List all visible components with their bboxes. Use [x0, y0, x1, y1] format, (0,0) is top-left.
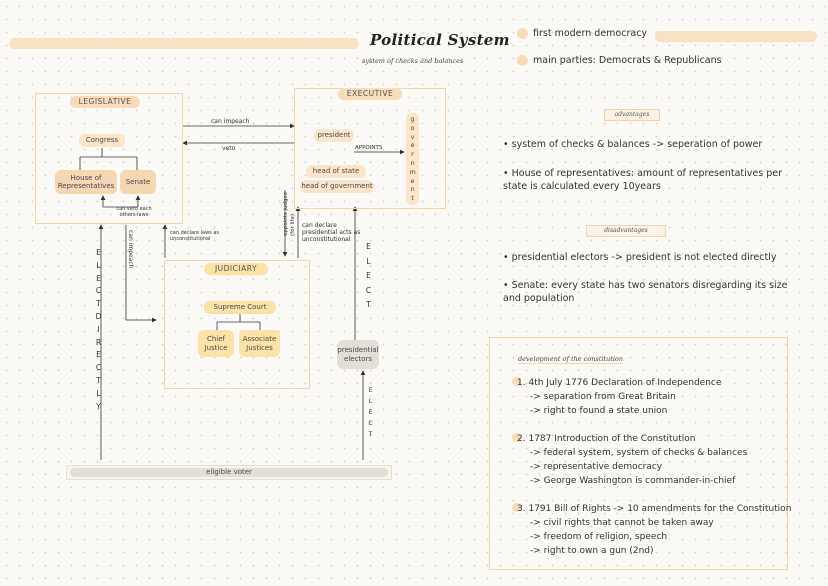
fact-first-modern-democracy: first modern democracy	[533, 28, 648, 39]
development-entry-3: 3. 1791 Bill of Rights -> 10 amendments …	[512, 502, 791, 516]
judiciary-box	[164, 260, 310, 389]
disadvantage-item: • presidential electors -> president is …	[503, 252, 777, 263]
can-declare-presidential-label: can declare presidential acts as unconst…	[302, 222, 361, 244]
judiciary-label: JUDICIARY	[204, 263, 268, 275]
bullet-dot	[517, 55, 528, 66]
elect-executive-label: ELECT	[365, 242, 372, 309]
development-box	[489, 337, 788, 570]
development-point: -> separation from Great Britain	[530, 392, 676, 402]
legislative-box	[35, 93, 183, 224]
eligible-voter-pill: eligible voter	[70, 468, 388, 477]
development-point: -> civil rights that cannot be taken awa…	[530, 518, 714, 528]
advantage-item: • system of checks & balances -> seperat…	[503, 139, 763, 150]
can-veto-note: can veto each others laws	[116, 206, 152, 218]
chief-justice-node: Chief Justice	[198, 330, 234, 357]
presidential-electors-node: presidential electors	[337, 340, 379, 369]
development-point: -> representative democracy	[530, 462, 663, 472]
advantage-item: • House of representatives: amount of re…	[503, 168, 782, 192]
development-label: development of the constitution	[518, 355, 624, 364]
can-impeach-vertical-label: can impeach	[127, 230, 134, 269]
development-point: -> right to found a state union	[530, 406, 668, 416]
eligible-voter-bar: eligible voter	[66, 465, 392, 480]
appoints-judges-label: appoints judges (for life)	[283, 192, 296, 236]
head-of-government-node: head of government	[300, 180, 374, 193]
development-point: -> George Washington is commander-in-chi…	[530, 476, 736, 486]
executive-label: EXECUTIVE	[338, 88, 402, 100]
president-node: president	[314, 129, 354, 142]
supreme-court-node: Supreme Court	[204, 301, 276, 314]
development-point: -> freedom of religion, speech	[530, 532, 668, 542]
associate-justices-node: Associate Justices	[239, 330, 280, 357]
header-highlight-right	[655, 31, 817, 42]
page-subtitle: system of checks and balances	[362, 57, 464, 65]
government-node: government	[406, 113, 419, 205]
header-highlight-left	[9, 38, 359, 49]
senate-node: Senate	[120, 170, 156, 194]
development-entry-1: 1. 4th July 1776 Declaration of Independ…	[512, 376, 721, 390]
eligible-voter-label: eligible voter	[206, 468, 252, 477]
fact-main-parties: main parties: Democrats & Republicans	[533, 55, 722, 66]
can-declare-laws-label: can declare laws as unconstitutional	[170, 230, 220, 242]
government-text: government	[409, 115, 416, 203]
development-point: -> federal system, system of checks & ba…	[530, 448, 748, 458]
elect-directly-label: ELECT DIRECTLY	[95, 248, 102, 411]
legislative-label: LEGISLATIVE	[70, 96, 140, 108]
page-title: Political System	[370, 31, 510, 49]
development-point: -> right to own a gun (2nd)	[530, 546, 654, 556]
disadvantages-label: disadvantages	[586, 225, 666, 237]
can-impeach-label: can impeach	[211, 118, 250, 125]
development-entry-2: 2. 1787 Introduction of the Constitution	[512, 432, 695, 446]
elect-electors-label: ELECT	[368, 387, 373, 438]
bullet-dot	[517, 28, 528, 39]
disadvantage-item: • Senate: every state has two senators d…	[503, 280, 788, 304]
advantages-label: advantages	[604, 109, 660, 121]
house-of-representatives-node: House of Representatives	[55, 170, 117, 194]
congress-node: Congress	[79, 134, 125, 147]
appoints-label: APPOINTS	[355, 145, 383, 151]
veto-label: veto	[222, 145, 236, 152]
head-of-state-node: head of state	[306, 165, 366, 178]
